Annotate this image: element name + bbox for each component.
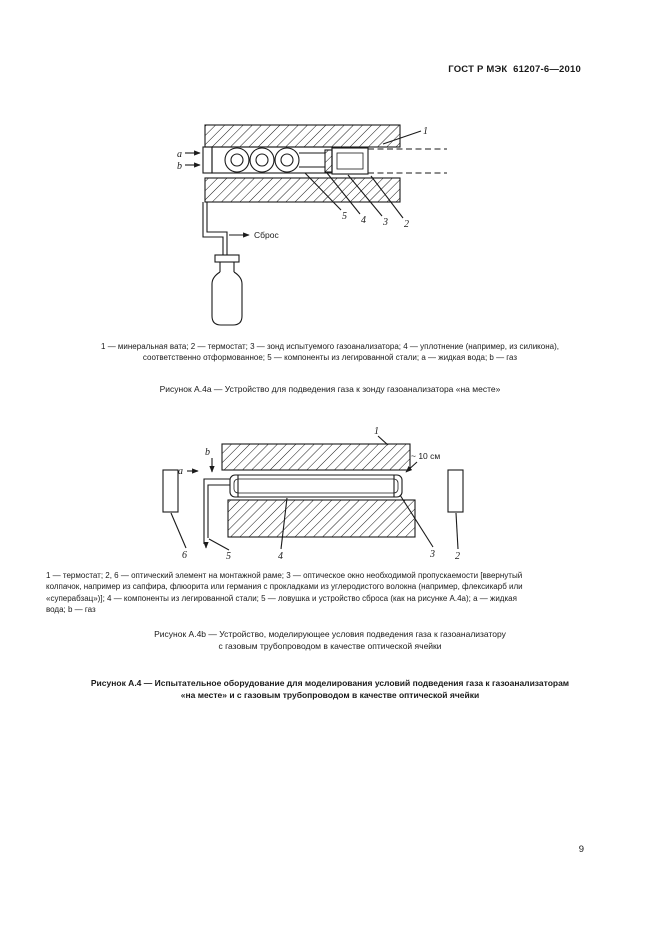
callout-3: 3: [429, 549, 435, 560]
figure-a4a-diagram: 1 5 4 3 2 a b Сброс: [177, 124, 447, 326]
figure-a4a-legend: 1 — минеральная вата; 2 — термостат; 3 —…: [15, 341, 645, 364]
legend-line: «суперабзац»)]; 4 — компоненты из легиро…: [46, 593, 517, 603]
legend-line: 1 — минеральная вата; 2 — термостат; 3 —…: [101, 342, 559, 351]
seal: [324, 149, 333, 173]
page-number: 9: [578, 844, 584, 855]
bottle-flange: [214, 254, 240, 263]
callout-1: 1: [374, 426, 379, 437]
insulation-block-bottom: [204, 177, 401, 203]
callout-5: 5: [342, 211, 347, 222]
callout-4: 4: [361, 215, 366, 226]
figure-a4b-legend: 1 — термостат; 2, 6 — оптический элемент…: [46, 570, 618, 615]
figure-a4a-caption: Рисунок А.4а — Устройство для подведения…: [159, 384, 501, 394]
drain-label: Сброс: [254, 230, 279, 240]
legend-line: соответственно отформованное; 5 — компон…: [142, 353, 518, 363]
label-a: a: [177, 149, 182, 160]
inlet-manifold: [202, 146, 213, 174]
optical-element-right: [447, 469, 464, 513]
thermostat-block-top: [221, 443, 411, 471]
caption-line: Рисунок А.4b — Устройство, моделирующее …: [154, 629, 506, 639]
probe: [331, 147, 369, 175]
collection-bottle: [211, 271, 243, 326]
legend-line: 1 — термостат; 2, 6 — оптический элемент…: [46, 571, 523, 580]
figure-a4b-caption: Рисунок А.4b — Устройство, моделирующее …: [15, 628, 645, 652]
figure-a4b-diagram: 1 6 5 4 3 2 b а ~ 10 см: [162, 426, 464, 562]
callout-2: 2: [455, 551, 460, 562]
caption-line: с газовым трубопроводом в качестве оптич…: [218, 641, 442, 651]
dimension-leader: [405, 461, 418, 473]
thermostat-block-bottom: [227, 499, 416, 538]
caption-line: Рисунок А.4 — Испытательное оборудование…: [90, 678, 570, 688]
optical-element-left: [162, 469, 179, 513]
callout-4: 4: [278, 551, 283, 562]
legend-line: вода; b — газ: [46, 604, 96, 614]
legend-line: колпачок, например из сапфира, флюорита …: [46, 582, 523, 592]
callout-6: 6: [182, 550, 187, 561]
figure-a4-caption: Рисунок А.4 — Испытательное оборудование…: [15, 677, 645, 701]
caption-line: «на месте» и с газовым трубопроводом в к…: [180, 690, 480, 700]
steel-coils: [224, 147, 300, 173]
insulation-block-top: [204, 124, 401, 148]
drain-pipe: [202, 202, 224, 255]
callout-leaders: [304, 130, 422, 219]
drain-pipe: [203, 478, 230, 544]
label-b: b: [177, 161, 182, 172]
document-header-title: ГОСТ Р МЭК 61207-6—2010: [448, 64, 581, 75]
label-b: b: [205, 447, 210, 458]
callout-leaders: [170, 435, 459, 551]
dimension-label: ~ 10 см: [411, 451, 440, 461]
callout-5: 5: [226, 551, 231, 562]
callout-2: 2: [404, 219, 409, 230]
optical-tube: [229, 474, 403, 498]
callout-1: 1: [423, 126, 428, 137]
callout-3: 3: [382, 217, 388, 228]
label-a: а: [178, 466, 183, 477]
